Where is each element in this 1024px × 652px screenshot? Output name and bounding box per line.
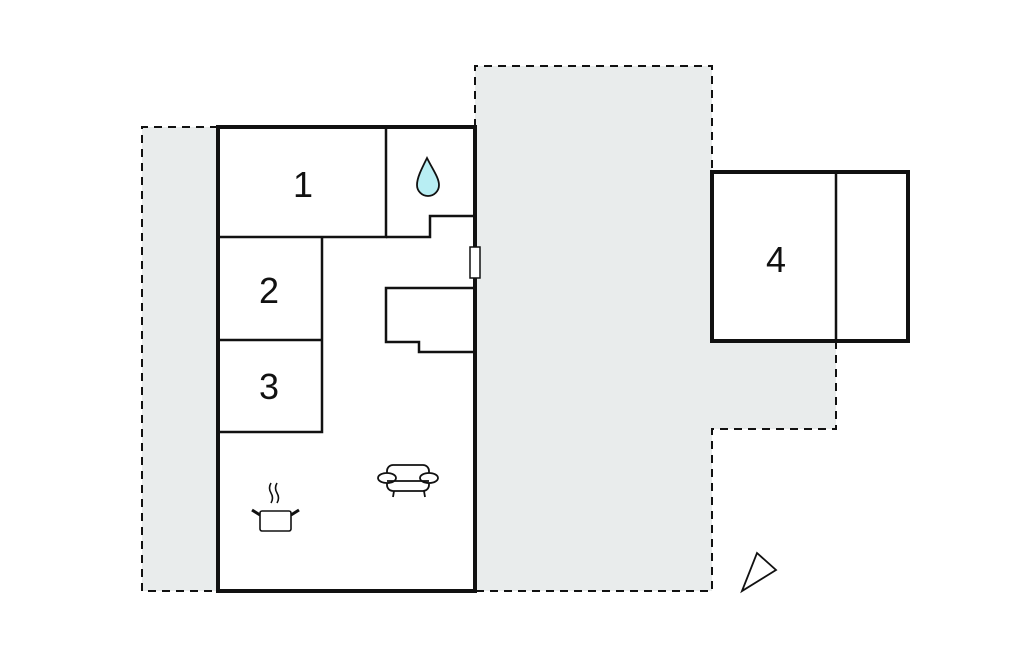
room-label-2: 2: [259, 270, 279, 311]
right-terrace-border: [474, 65, 837, 592]
outbuilding: [710, 170, 910, 343]
left-terrace: [142, 127, 218, 591]
room-label-4: 4: [766, 239, 786, 280]
window: [469, 246, 481, 279]
room-label-1: 1: [293, 164, 313, 205]
cooking-pot-icon: [251, 482, 300, 532]
main-house: [216, 125, 477, 593]
armchair-icon: [377, 464, 439, 498]
north-arrow-icon: [740, 551, 778, 594]
left-terrace-border: [141, 126, 218, 592]
water-drop-icon: [416, 155, 440, 197]
room-label-3: 3: [259, 366, 279, 407]
right-terrace: [475, 66, 836, 591]
